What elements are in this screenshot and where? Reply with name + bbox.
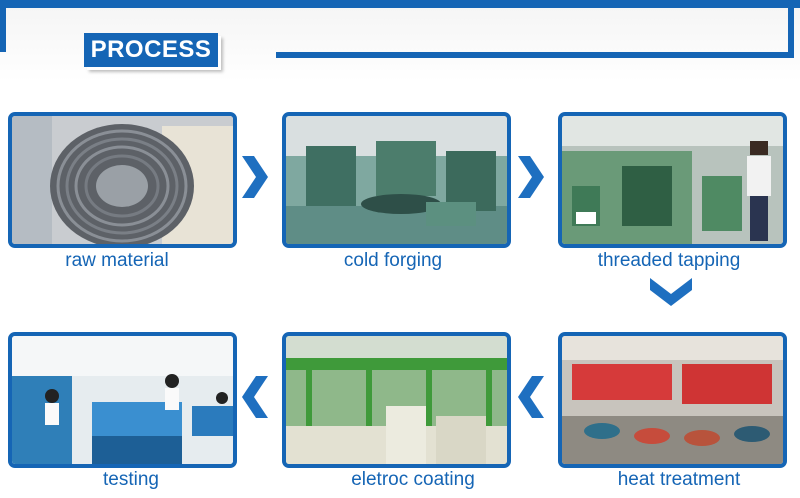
chevron-down-icon <box>648 276 694 313</box>
threaded-tapping-label: threaded tapping <box>597 250 741 271</box>
header-top-bar <box>0 0 800 8</box>
eletroc-coating-photo <box>282 332 511 468</box>
testing-photo <box>8 332 237 468</box>
chevron-right-icon <box>240 154 270 205</box>
heat-treatment-label: heat treatment <box>617 469 741 490</box>
eletroc-coating-label: eletroc coating <box>351 469 475 490</box>
heat-treatment-photo <box>558 332 787 468</box>
header-underline-bar <box>276 52 794 58</box>
raw-material-photo <box>8 112 237 248</box>
header-right-bar <box>788 8 794 58</box>
testing-label: testing <box>103 469 159 490</box>
chevron-left-icon <box>240 374 270 425</box>
page-title: PROCESS <box>84 33 218 67</box>
header-left-bar <box>0 8 6 52</box>
chevron-left-icon <box>516 374 546 425</box>
chevron-right-icon <box>516 154 546 205</box>
raw-material-label: raw material <box>65 250 169 271</box>
threaded-tapping-photo <box>558 112 787 248</box>
cold-forging-photo <box>282 112 511 248</box>
cold-forging-label: cold forging <box>343 250 443 271</box>
